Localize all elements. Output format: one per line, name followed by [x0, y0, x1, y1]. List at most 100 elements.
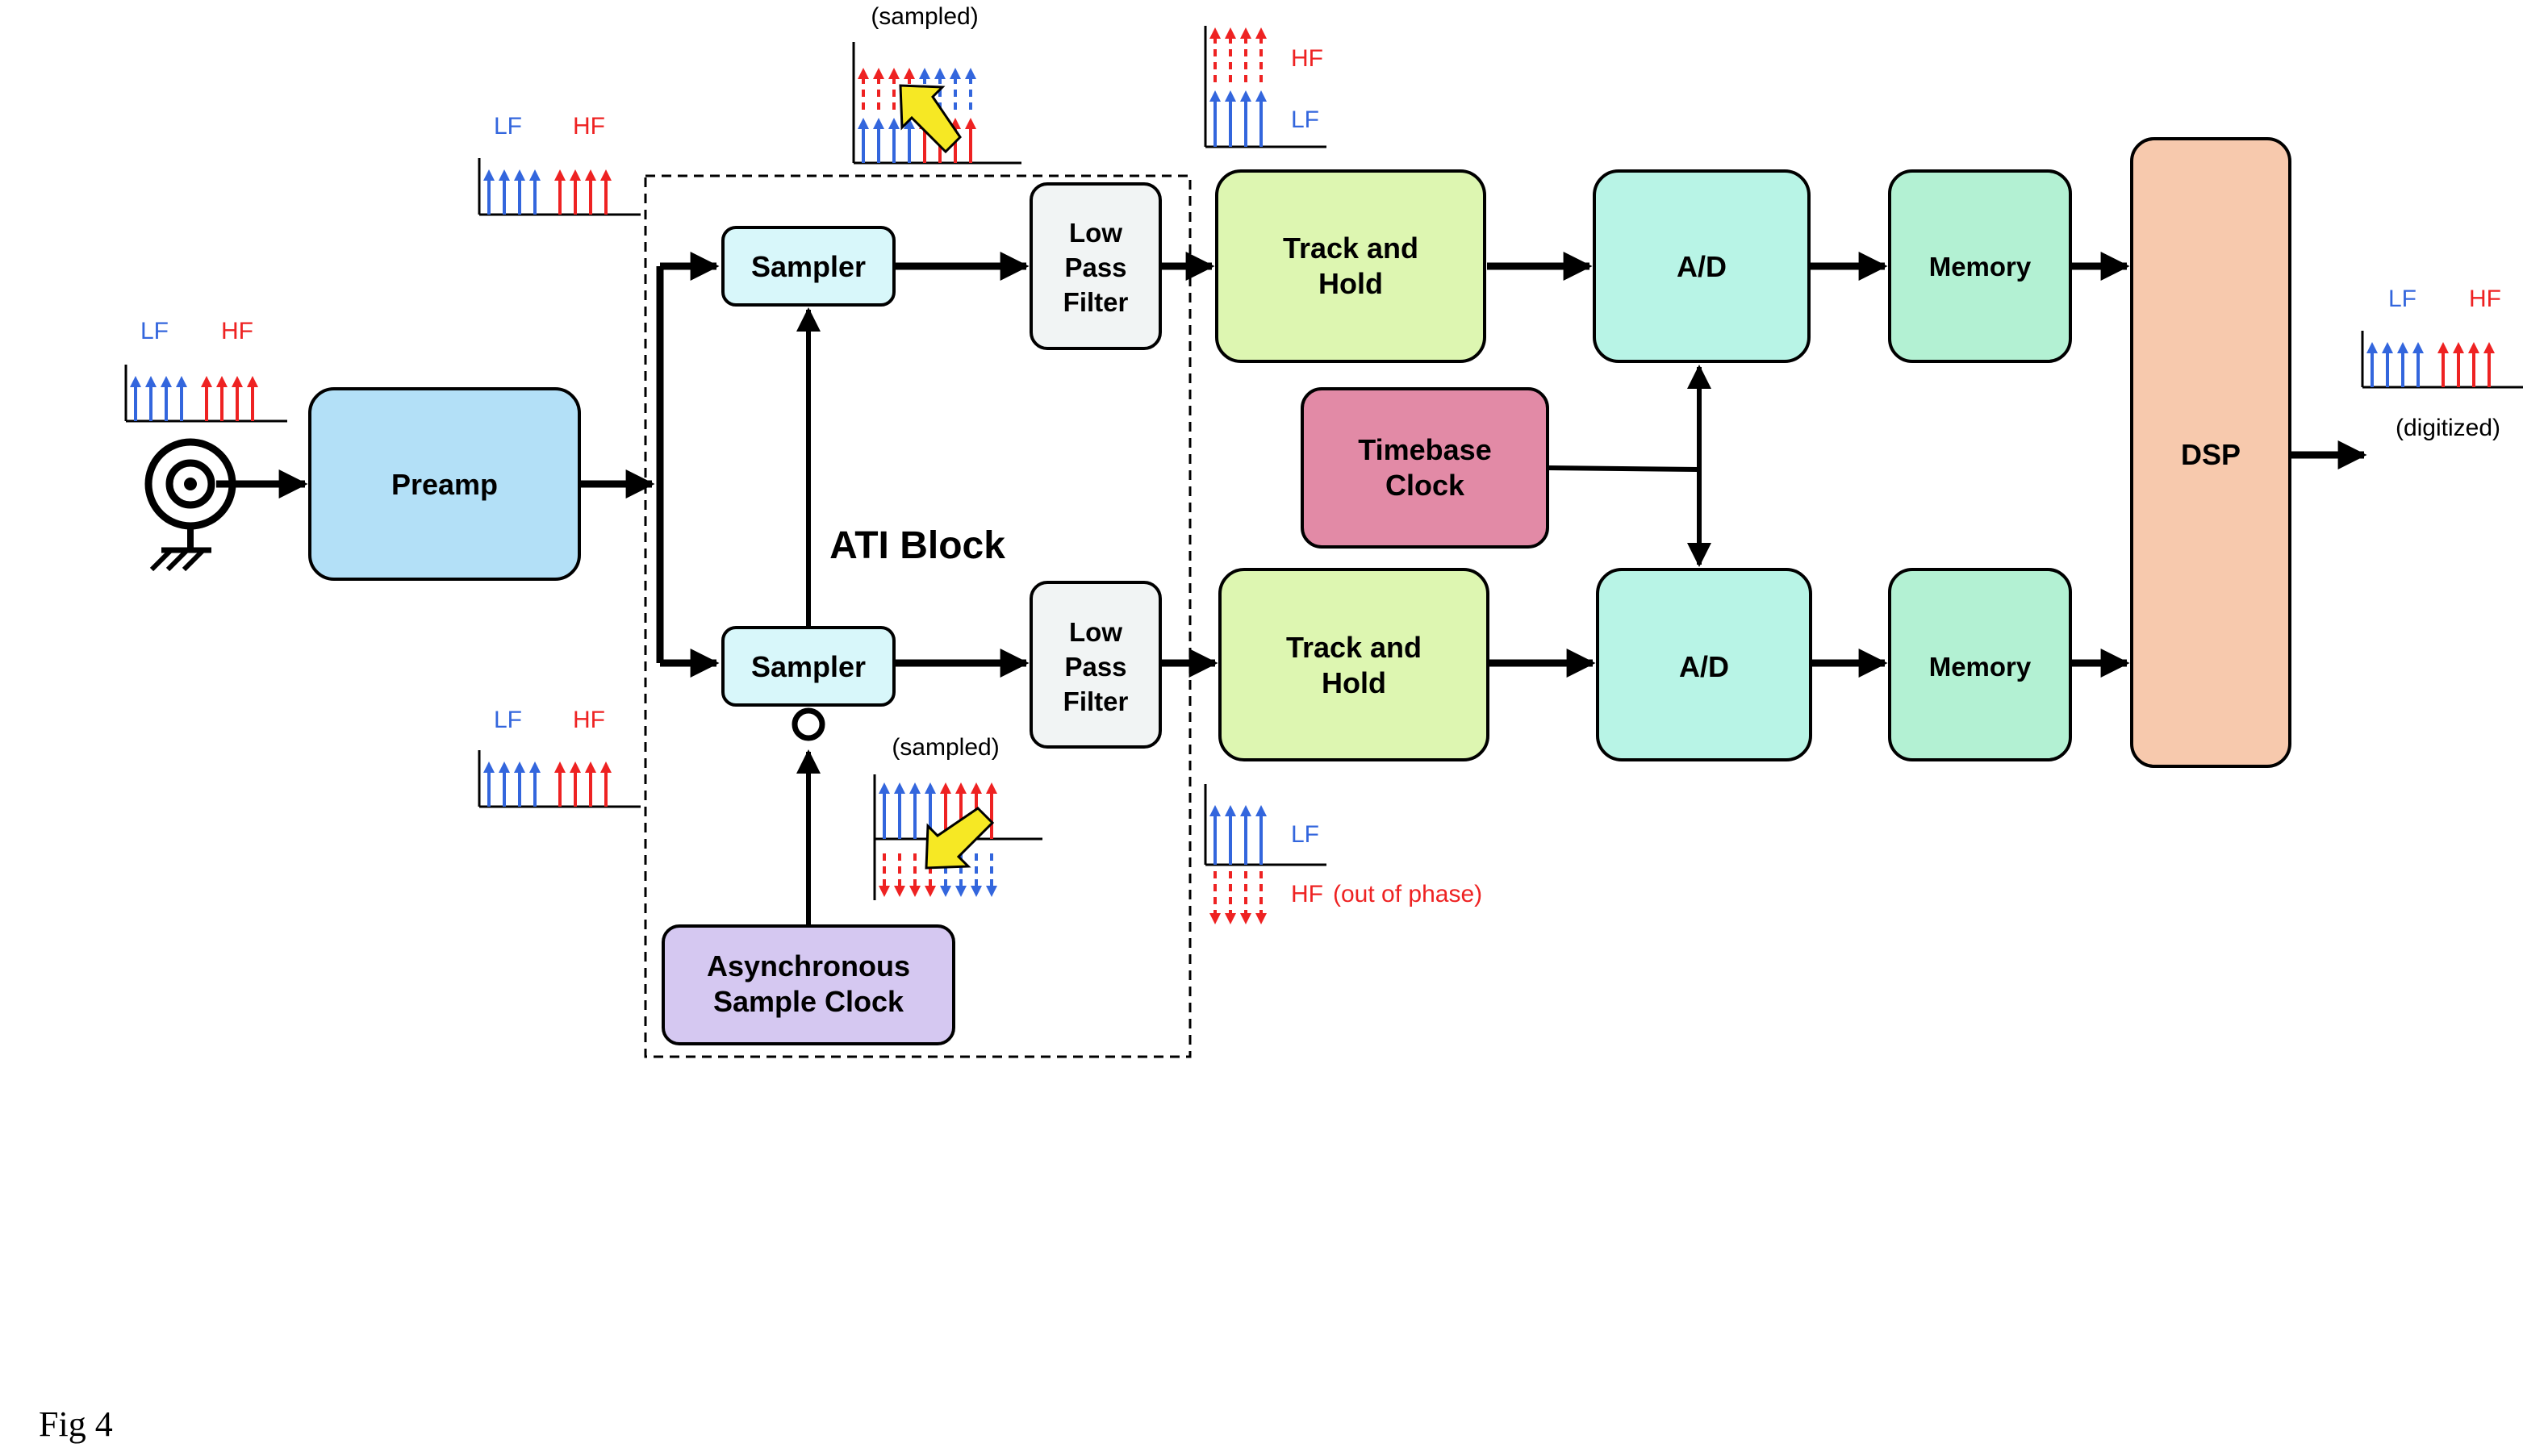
bottom-out-lf-label: LF: [1291, 821, 1319, 848]
spectrum-top-sampled-lower-1-head: [873, 118, 884, 129]
ground-icon: [149, 547, 211, 572]
spectrum-top-in-hf-stick-3-head: [600, 169, 612, 181]
spectrum-bottom-sampled-up-1-head: [894, 782, 905, 794]
aliasing-marker-bottom: [925, 807, 995, 870]
async-clock-line1: Asynchronous: [707, 949, 910, 982]
spectrum-input-hf-stick-1-head: [216, 376, 228, 387]
bottom-out-hf-label: HF: [1291, 881, 1323, 907]
top-out-lf-label: LF: [1291, 106, 1319, 133]
sampler-bottom-label: Sampler: [751, 650, 866, 683]
spectrum-bottom-sampled-up-7-head: [986, 782, 997, 794]
dsp-block: DSP: [2130, 137, 2291, 768]
lpf-bottom-line1: Low: [1069, 617, 1122, 647]
spectrum-top-sampled-upper-1-head: [873, 68, 884, 79]
track-hold-top-line1: Track and: [1283, 232, 1418, 265]
spectrum-top-in-lf-stick-2-head: [514, 169, 525, 181]
spectrum-top-out-hf-3-head: [1255, 27, 1267, 39]
track-hold-top-line2: Hold: [1318, 267, 1383, 300]
spectrum-bottom-sampled-down-6-head: [971, 886, 982, 897]
spectrum-bottom-in-lf-stick-1-head: [499, 761, 510, 773]
spectrum-bottom-sampled-down-1-head: [894, 886, 905, 897]
digitized-label: (digitized): [2396, 415, 2500, 441]
timebase-clock-block: Timebase Clock: [1301, 387, 1549, 549]
spectrum-output-lf-stick-1-head: [2382, 342, 2393, 353]
ad-top-block: A/D: [1593, 169, 1811, 363]
spectrum-output-lf-stick-0-head: [2366, 342, 2378, 353]
spectrum-input-hf-stick-2-head: [232, 376, 243, 387]
preamp-block: Preamp: [308, 387, 581, 581]
async-clock-line2: Sample Clock: [713, 985, 904, 1018]
spectrum-top-in-lf-stick-1-head: [499, 169, 510, 181]
out-lf-label: LF: [2388, 286, 2416, 312]
input-hf-label: HF: [221, 318, 253, 344]
spectrum-top-sampled-upper-5-head: [934, 68, 946, 79]
inverter-bubble-icon: [792, 707, 825, 741]
lpf-top-line2: Pass: [1064, 252, 1126, 282]
preamp-label: Preamp: [391, 468, 498, 501]
figure-label: Fig 4: [39, 1404, 113, 1444]
spectrum-bottom-in-hf-stick-3-head: [600, 761, 612, 773]
spectrum-top-out-lf-0-head: [1209, 90, 1221, 102]
track-hold-bottom-line2: Hold: [1322, 666, 1386, 699]
bottom-in-hf-label: HF: [573, 707, 605, 733]
top-in-lf-label: LF: [494, 113, 522, 140]
top-out-hf-label: HF: [1291, 45, 1323, 72]
memory-bottom-label: Memory: [1929, 652, 2032, 682]
spectrum-bottom-out-hf-0-head: [1209, 913, 1221, 924]
spectrum-plots: [124, 26, 2523, 924]
signal-wires: [216, 252, 2367, 924]
ad-top-label: A/D: [1677, 250, 1727, 283]
spectrum-top-sampled-upper-0-head: [858, 68, 869, 79]
spectrum-top-sampled-upper-3-head: [904, 68, 915, 79]
spectrum-bottom-sampled-up-3-head: [925, 782, 936, 794]
spectrum-input-lf-stick-1-head: [145, 376, 157, 387]
alias-arrow-top-icon: [899, 84, 962, 154]
spectrum-top-out-lf-2-head: [1240, 90, 1251, 102]
spectrum-bottom-sampled-down-5-head: [955, 886, 967, 897]
spectrum-top-sampled-upper-2-head: [888, 68, 900, 79]
spectrum-bottom-in-lf-stick-0-head: [483, 761, 495, 773]
lpf-top-line3: Filter: [1063, 287, 1129, 317]
spectrum-top-out-hf-2-head: [1240, 27, 1251, 39]
memory-bottom-block: Memory: [1888, 568, 2072, 761]
spectrum-bottom-in-lf-stick-2-head: [514, 761, 525, 773]
spectrum-bottom-sampled-down-0-head: [879, 886, 890, 897]
spectrum-bottom-sampled-up-4-head: [940, 782, 951, 794]
spectrum-top-sampled-upper-6-head: [950, 68, 961, 79]
spectrum-top-in-lf-stick-3-head: [529, 169, 541, 181]
spectrum-top-sampled-upper-7-head: [965, 68, 976, 79]
spectrum-top-in-hf-stick-0-head: [554, 169, 566, 181]
spectrum-top-out-lf-1-head: [1225, 90, 1236, 102]
spectrum-bottom-sampled-down-4-head: [940, 886, 951, 897]
spectrum-bottom-in-hf-stick-1-head: [570, 761, 581, 773]
spectrum-top-out-hf-0-head: [1209, 27, 1221, 39]
sampler-top-label: Sampler: [751, 250, 866, 283]
bottom-in-lf-label: LF: [494, 707, 522, 733]
spectrum-bottom-in-hf-stick-2-head: [585, 761, 596, 773]
spectrum-top-sampled-lower-0-head: [858, 118, 869, 129]
spectrum-bottom-out-lf-2-head: [1240, 805, 1251, 816]
spectrum-output-lf-stick-2-head: [2397, 342, 2408, 353]
spectrum-top-in-lf-stick-0-head: [483, 169, 495, 181]
track-hold-top-block: Track and Hold: [1215, 169, 1486, 363]
bottom-sampled-label: (sampled): [892, 734, 999, 761]
track-hold-bottom-line1: Track and: [1286, 631, 1422, 664]
track-hold-bottom-block: Track and Hold: [1218, 568, 1489, 761]
spectrum-output-hf-stick-3-head: [2483, 342, 2495, 353]
spectrum-bottom-sampled-up-6-head: [971, 782, 982, 794]
spectrum-bottom-sampled-down-3-head: [925, 886, 936, 897]
spectrum-bottom-sampled-up-0-head: [879, 782, 890, 794]
lpf-top-line1: Low: [1069, 218, 1122, 248]
memory-top-label: Memory: [1929, 252, 2032, 282]
antenna-icon: [144, 438, 236, 550]
spectrum-bottom-out-lf-1-head: [1225, 805, 1236, 816]
top-in-hf-label: HF: [573, 113, 605, 140]
spectrum-input-lf-stick-0-head: [130, 376, 141, 387]
input-lf-label: LF: [140, 318, 169, 344]
lpf-top-block: Low Pass Filter: [1030, 182, 1162, 350]
sampler-top-block: Sampler: [721, 226, 896, 307]
aliasing-marker-top: [899, 84, 962, 154]
spectrum-bottom-sampled-up-2-head: [909, 782, 921, 794]
